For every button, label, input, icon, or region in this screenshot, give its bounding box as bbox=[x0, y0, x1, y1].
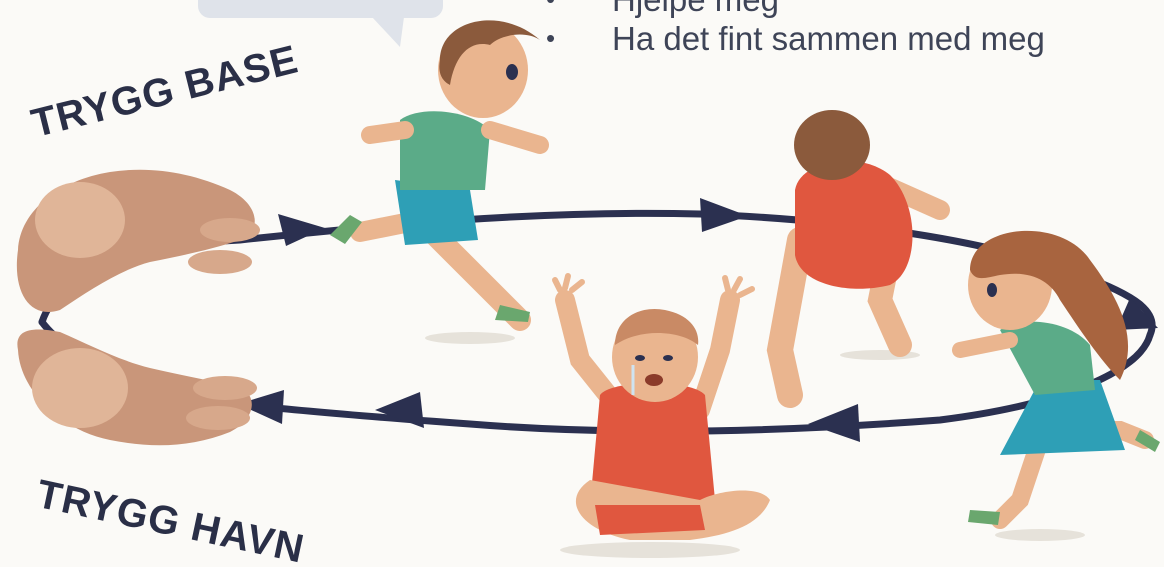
running-girl bbox=[952, 230, 1160, 541]
arrowhead-left-1 bbox=[808, 404, 860, 442]
speech-bubble bbox=[198, 0, 443, 18]
needs-list-item: Hjelpe meg bbox=[546, 0, 1045, 19]
arrowhead-right-3 bbox=[1116, 298, 1158, 330]
arrowhead-left-2 bbox=[375, 392, 424, 428]
arrowhead-left-3 bbox=[238, 390, 284, 424]
needs-list-item: Ha det fint sammen med meg bbox=[546, 19, 1045, 58]
lower-hand bbox=[17, 329, 257, 446]
arrowhead-right-1 bbox=[278, 214, 325, 246]
running-boy bbox=[330, 20, 549, 344]
upper-hand bbox=[16, 169, 260, 313]
speech-bubble-tail bbox=[372, 17, 404, 47]
needs-list: Hjelpe meg Ha det fint sammen med meg bbox=[546, 0, 1045, 58]
crawling-toddler bbox=[766, 110, 950, 408]
crying-baby bbox=[552, 273, 770, 558]
arrowhead-right-2 bbox=[700, 198, 748, 232]
